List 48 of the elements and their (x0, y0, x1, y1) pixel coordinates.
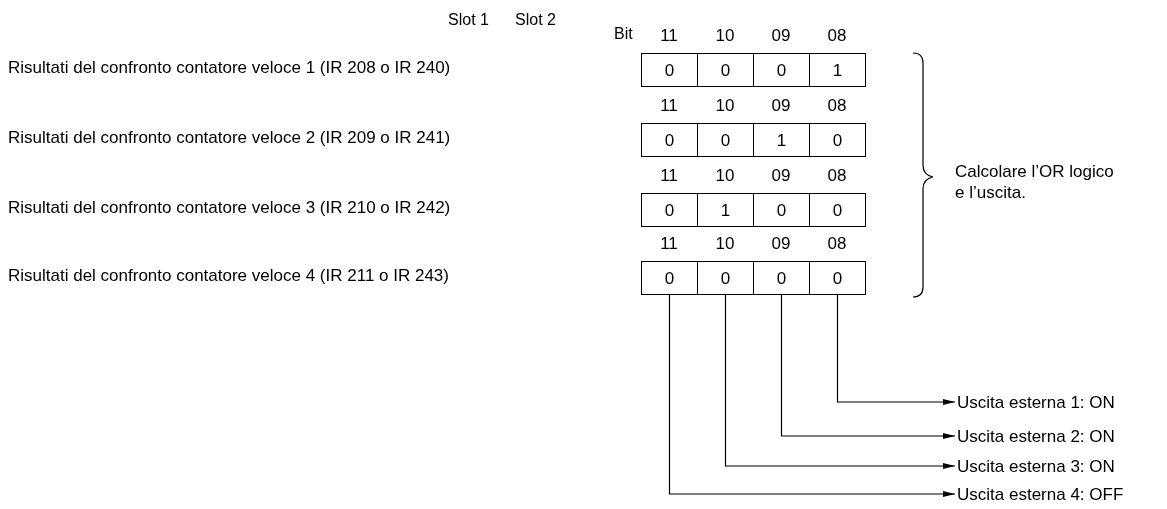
bit-value: 0 (720, 269, 731, 287)
bit-value: 0 (664, 269, 675, 287)
bit-value: 1 (832, 61, 843, 79)
bit-number: 08 (826, 167, 848, 184)
note-text: Calcolare l’OR logico e l’uscita. (955, 161, 1115, 203)
bit-value: 0 (832, 131, 843, 149)
bit-value: 0 (720, 131, 731, 149)
arrow (668, 294, 956, 497)
bit-number: 11 (659, 97, 679, 114)
bit-number: 11 (659, 235, 679, 252)
bit-number: 08 (826, 97, 848, 114)
bit-number: 10 (714, 235, 736, 252)
output-label: Uscita esterna 4: OFF (957, 485, 1124, 503)
bit-value: 0 (832, 201, 843, 219)
bit-value: 1 (720, 201, 731, 219)
bit-value: 0 (776, 269, 787, 287)
bit-value: 1 (776, 131, 787, 149)
bit-number: 10 (714, 167, 736, 184)
bit-number: 10 (714, 27, 736, 44)
bit-number: 08 (826, 235, 848, 252)
slot-heading: Slot 1 (448, 12, 489, 28)
bit-value: 0 (776, 61, 787, 79)
output-label: Uscita esterna 3: ON (957, 457, 1115, 475)
row-caption: Risultati del confronto contatore veloce 4 (IR 211 o IR 243) (8, 267, 449, 284)
bit-number: 09 (770, 167, 792, 184)
output-label: Uscita esterna 1: ON (957, 393, 1115, 411)
arrow (780, 294, 956, 439)
bit-number: 11 (659, 27, 679, 44)
arrow (724, 294, 956, 469)
bit-value: 0 (664, 201, 675, 219)
bit-number: 08 (826, 27, 848, 44)
arrow (836, 294, 956, 405)
bit-value: 0 (776, 201, 787, 219)
bit-number: 09 (770, 235, 792, 252)
bit-number: 11 (659, 167, 679, 184)
row-caption: Risultati del confronto contatore veloce 1 (IR 208 o IR 240) (8, 59, 451, 76)
bit-number: 10 (714, 97, 736, 114)
bit-value: 0 (720, 61, 731, 79)
bit-value: 0 (664, 131, 675, 149)
bit-value: 0 (832, 269, 843, 287)
bit-value: 0 (664, 61, 675, 79)
output-label: Uscita esterna 2: ON (957, 427, 1115, 445)
row-caption: Risultati del confronto contatore veloce 2 (IR 209 o IR 241) (8, 129, 451, 146)
row-caption: Risultati del confronto contatore veloce 3 (IR 210 o IR 242) (8, 199, 451, 216)
bit-number: 09 (770, 97, 792, 114)
slot-heading: Slot 2 (515, 12, 556, 28)
bit-number: 09 (770, 27, 792, 44)
bit-heading: Bit (614, 26, 633, 42)
